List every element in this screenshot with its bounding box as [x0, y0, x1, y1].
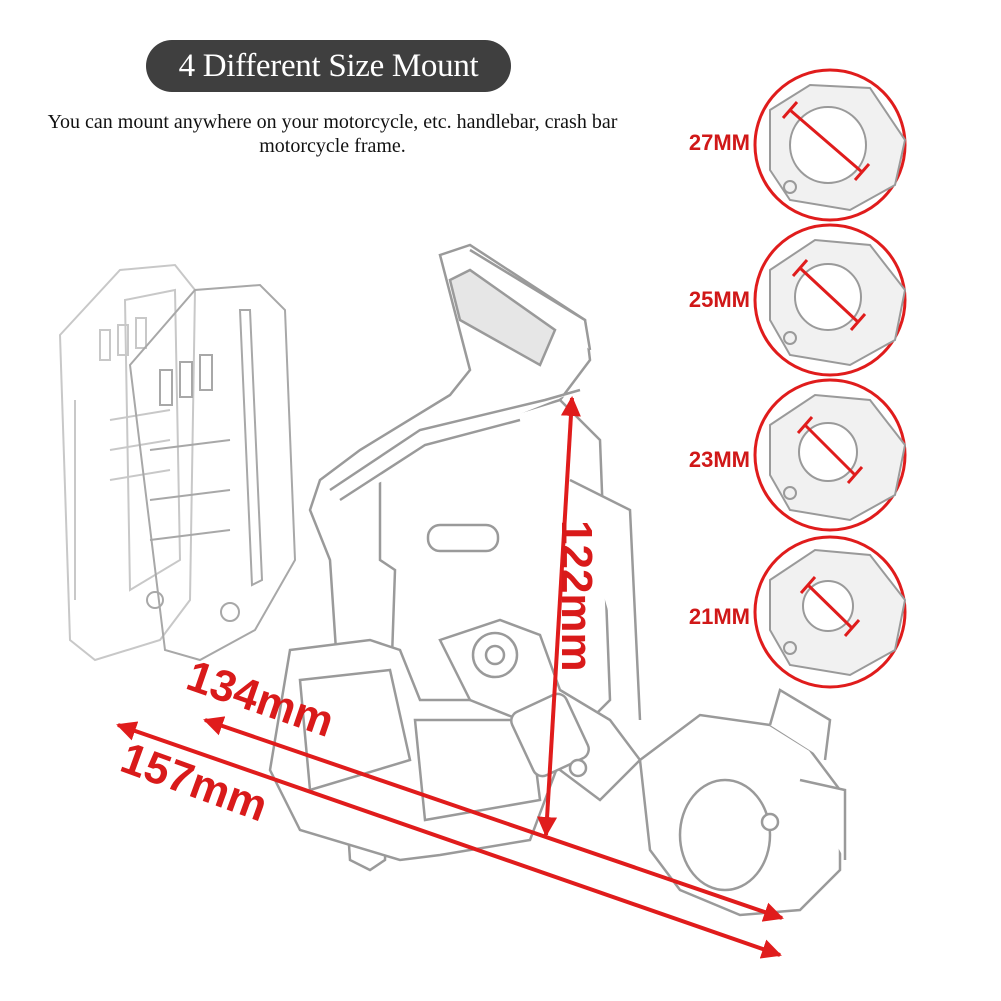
size-label-25: 25MM [688, 287, 750, 312]
size-label-21: 21MM [688, 604, 750, 629]
clamp-size-21 [753, 535, 907, 689]
subtitle-line-1: You can mount anywhere on your motorcycl… [47, 111, 618, 133]
title-badge: 4 Different Size Mount [146, 40, 511, 92]
clamp-size-23 [753, 378, 907, 532]
size-label-27: 27MM [688, 130, 750, 155]
subtitle-line-2: motorcycle frame. [259, 135, 406, 157]
clamp-size-27 [753, 68, 907, 222]
holder-side-arm [128, 283, 297, 662]
clamp-size-25 [753, 223, 907, 377]
subtitle: You can mount anywhere on your motorcycl… [10, 110, 655, 158]
width-outer-label: 157mm [115, 733, 274, 831]
size-label-23: 23MM [688, 447, 750, 472]
height-label: 122mm [552, 520, 601, 672]
holder-side-arm-faded [58, 263, 197, 662]
